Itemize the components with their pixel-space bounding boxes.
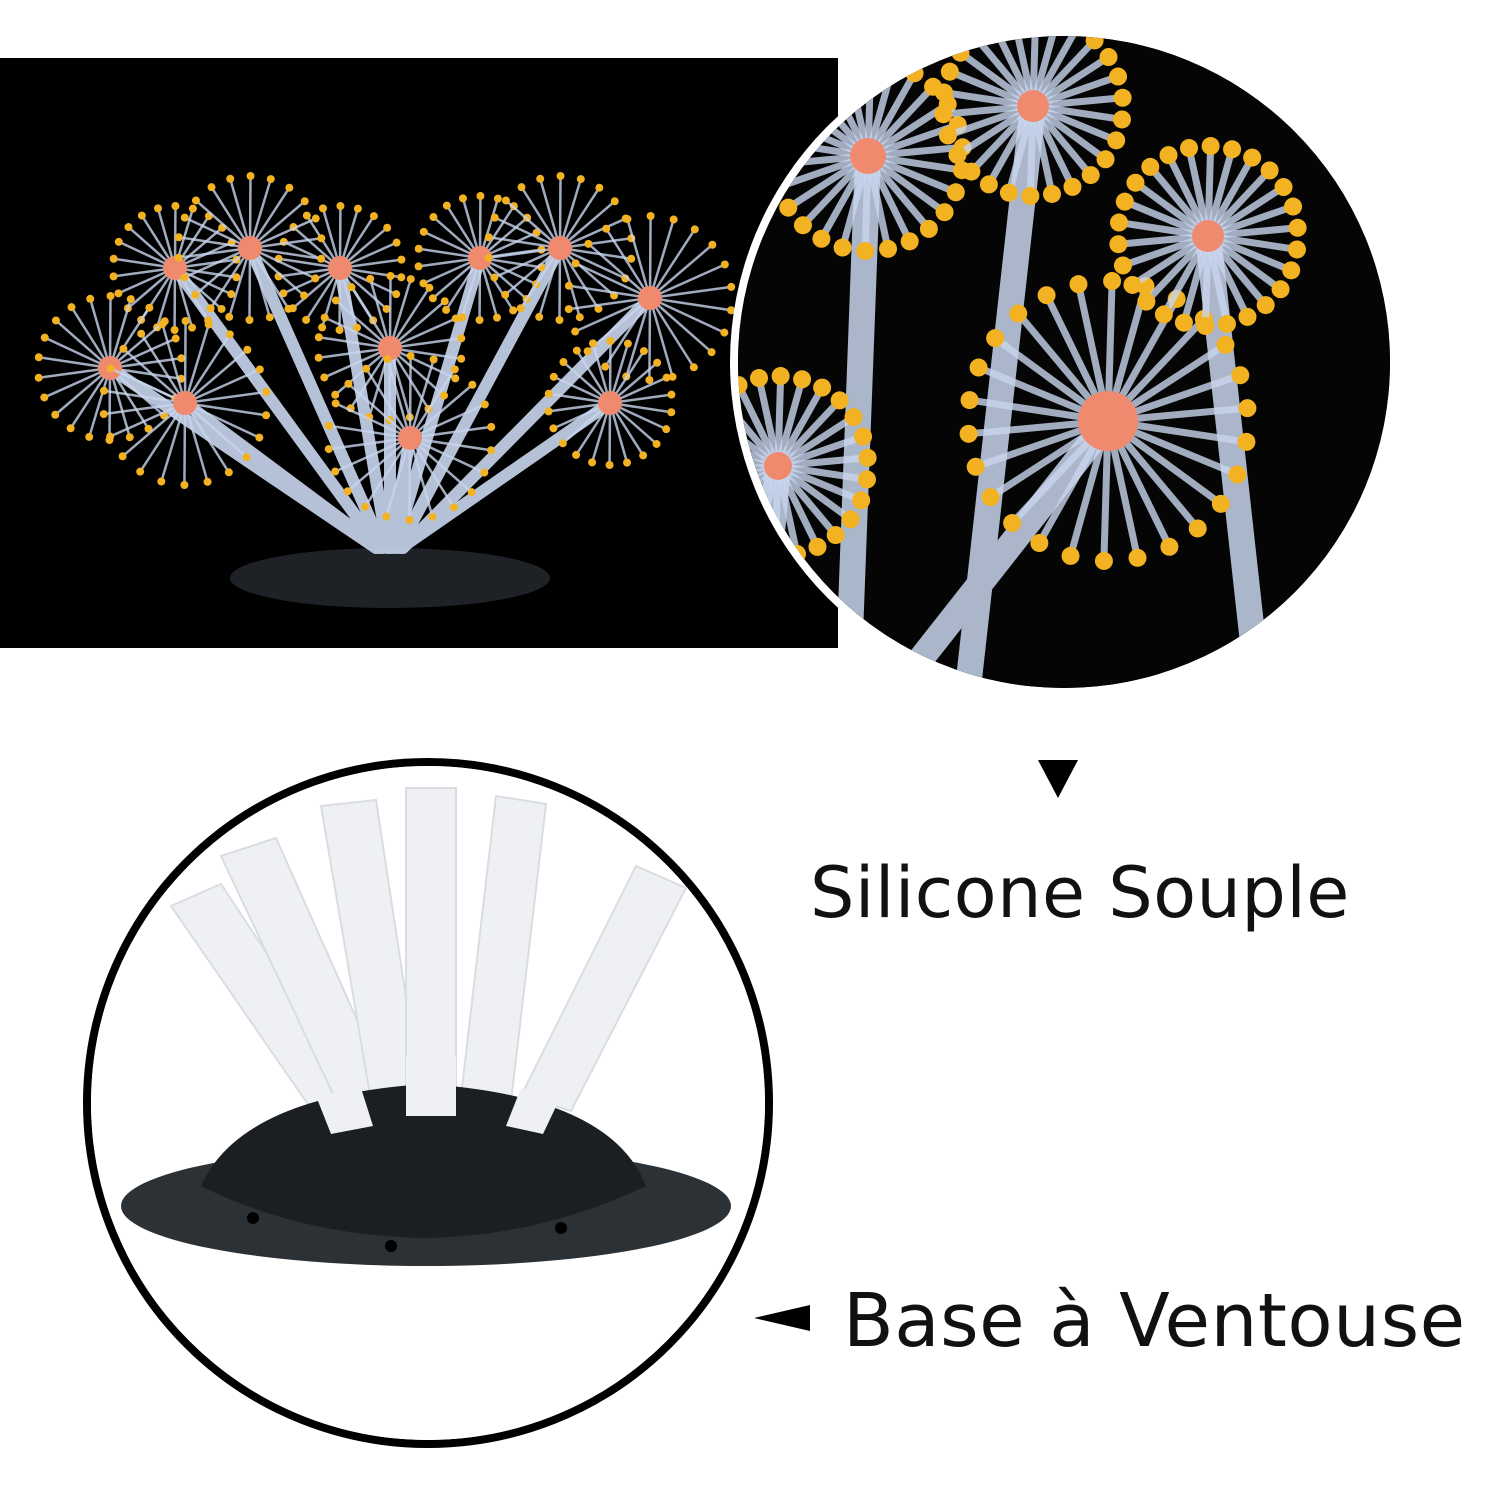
coral-polyp: [959, 272, 1257, 570]
tentacle-closeup: [738, 36, 1390, 688]
triangle-left-icon: [754, 1305, 810, 1331]
coral-polyp: [324, 352, 496, 524]
triangle-down-icon: [1038, 760, 1078, 798]
coral-polyp: [934, 36, 1132, 205]
zoom-detail-base: [83, 758, 773, 1448]
suction-base: [230, 548, 550, 608]
closeup-heads: [738, 36, 1307, 570]
label-silicone: Silicone Souple: [810, 852, 1350, 934]
base-closeup: [91, 766, 765, 1440]
coral-polyp: [1109, 137, 1307, 335]
label-base: Base à Ventouse: [843, 1278, 1466, 1364]
closeup-stem-ends: [316, 1056, 561, 1134]
coral-polyp: [484, 172, 636, 324]
base-holes: [247, 1212, 567, 1252]
coral-heads: [34, 172, 736, 524]
zoom-detail-tentacles: [730, 28, 1398, 696]
coral-polyp: [99, 317, 271, 489]
coral-illustration: [34, 172, 736, 608]
coral-polyp: [174, 172, 326, 324]
coral-polyp: [544, 337, 676, 469]
coral-polyp: [564, 212, 736, 384]
coral-polyp: [414, 192, 546, 324]
product-photo: [0, 58, 838, 648]
coral-polyp: [314, 272, 466, 424]
closeup-white-stems: [169, 787, 688, 1118]
